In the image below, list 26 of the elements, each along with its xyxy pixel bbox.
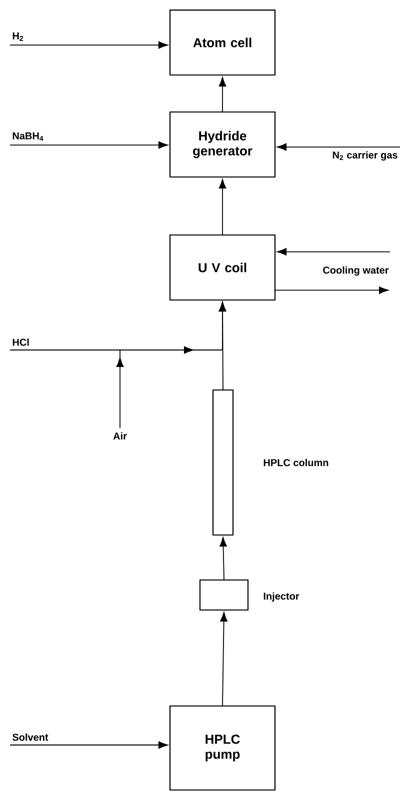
beside-label: HPLC column: [264, 458, 328, 466]
process-box: U V coil: [169, 234, 276, 301]
arrow: [277, 248, 390, 256]
input-label: N$_{2}$ carrier gas: [332, 151, 398, 161]
arrow: [277, 143, 400, 151]
input-label: Solvent: [12, 733, 48, 741]
input-label: Cooling water: [323, 266, 389, 276]
arrow: [218, 179, 226, 235]
process-box: Hydride generator: [169, 111, 276, 178]
injector-box: [199, 579, 249, 611]
process-box: Atom cell: [169, 9, 276, 76]
arrow: [10, 41, 168, 49]
input-label: Air: [113, 432, 127, 440]
arrow: [10, 141, 168, 149]
column-tube: [212, 389, 234, 536]
input-label: H$_{2}$: [12, 32, 24, 41]
arrow: [218, 77, 226, 112]
input-label: HCl: [12, 338, 29, 346]
arrow: [220, 612, 228, 706]
input-label: NaBH$_{4}$: [12, 132, 44, 141]
beside-label: Injector: [264, 592, 300, 602]
arrow: [218, 302, 226, 390]
arrow: [275, 286, 389, 294]
arrow: [10, 741, 168, 749]
process-box: HPLC pump: [169, 705, 276, 791]
arrow: [220, 537, 227, 580]
